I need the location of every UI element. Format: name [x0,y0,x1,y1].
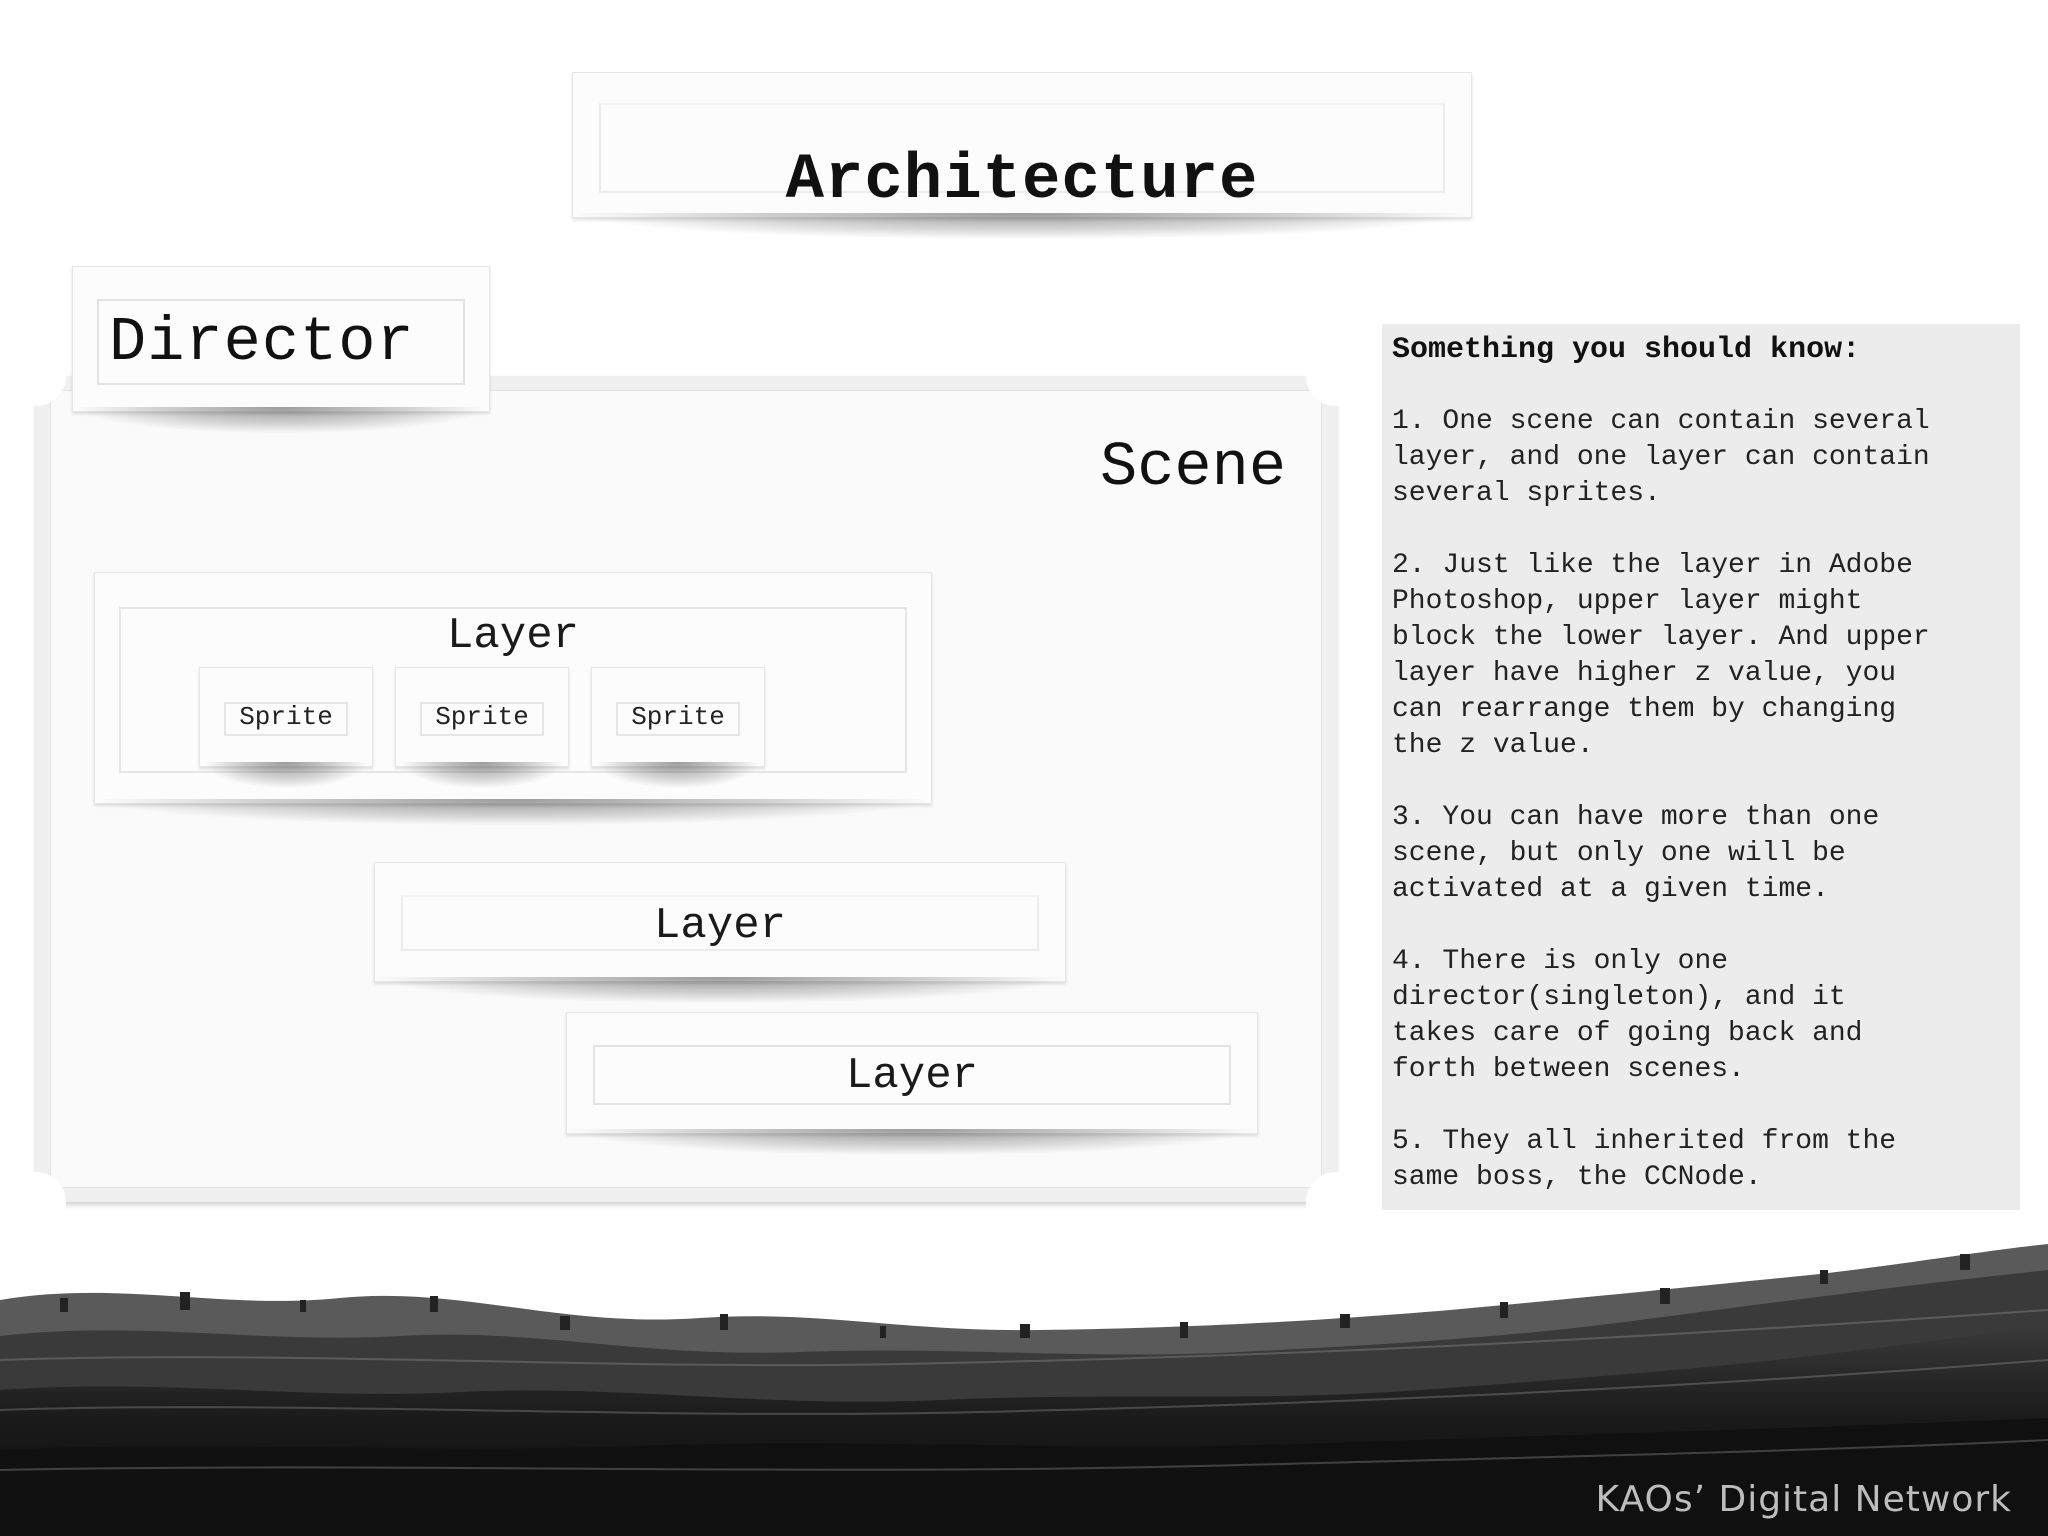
layer-card-3: Layer [566,1012,1258,1155]
scene-corner-tr [1306,346,1366,406]
footer-brand: KAOs’ Digital Network [1595,1479,2012,1520]
sprite-inner-frame [224,702,348,736]
director-label: Director [109,307,415,378]
page-title: Architecture [785,145,1259,217]
director-inner-frame [97,299,465,385]
sprite-label: Sprite [631,702,725,732]
title-inner-frame [599,103,1445,193]
layer-1-inner-frame [119,607,907,773]
notes-heading: Something you should know: [1392,333,1861,367]
sprite-card-1: Sprite [199,667,373,788]
scene-corner-bl [6,1172,66,1232]
sprite-inner-frame [420,702,544,736]
note-item-1: 1. One scene can contain several layer, … [1392,406,1930,509]
sprite-card-2: Sprite [395,667,569,788]
sprite-inner-frame [616,702,740,736]
director-card: Director [72,266,490,433]
sprite-label: Sprite [239,702,333,732]
ink-landscape-illustration [0,1244,2048,1536]
layer-label: Layer [446,611,580,661]
sprite-card-3: Sprite [591,667,765,788]
note-item-5: 5. They all inherited from the same boss… [1392,1126,1897,1193]
layer-3-inner-frame [593,1045,1231,1105]
layer-2-inner-frame [401,895,1039,951]
layer-label: Layer [845,1051,979,1101]
note-item-3: 3. You can have more than one scene, but… [1392,802,1880,905]
layer-card-2: Layer [374,862,1066,1003]
layer-card-1: Layer Sprite Sprite Sprite [94,572,932,825]
note-item-2: 2. Just like the layer in Adobe Photosho… [1392,550,1930,761]
scene-corner-tl [6,346,66,406]
note-item-4: 4. There is only one director(singleton)… [1392,946,1863,1085]
notes-panel: Something you should know: 1. One scene … [1382,324,2020,1210]
title-card: Architecture [572,72,1472,239]
scene-corner-br [1306,1172,1366,1232]
scene-label: Scene [1100,432,1287,503]
sprite-label: Sprite [435,702,529,732]
layer-label: Layer [653,901,787,951]
